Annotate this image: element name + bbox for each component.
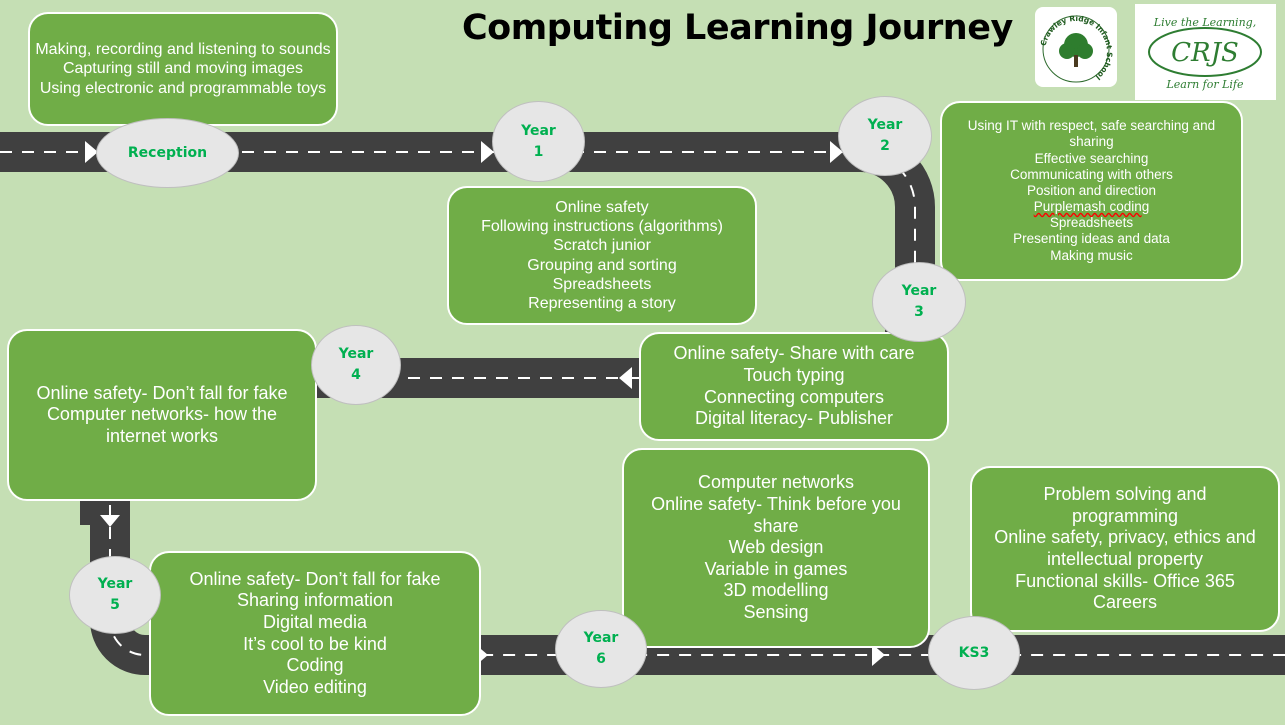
topic-item: Purplemash coding xyxy=(962,199,1221,215)
topic-item: Presenting ideas and data xyxy=(1013,231,1170,247)
year4-label: Year 4 xyxy=(311,325,401,405)
topic-item: Scratch junior xyxy=(553,237,651,255)
infant-school-logo: Crawley Ridge Infant School xyxy=(1035,7,1117,87)
junior-logo-middle: CRJS xyxy=(1171,38,1239,68)
topic-item: Video editing xyxy=(263,676,367,697)
junior-logo-top: Live the Learning, xyxy=(1153,16,1256,29)
topic-item: Sharing information xyxy=(236,590,394,611)
topic-item: Careers xyxy=(1092,592,1158,613)
topic-item: Functional skills- Office 365 xyxy=(1015,570,1235,591)
topic-item: Computer networks- how the internet work… xyxy=(46,404,278,446)
topic-item: Following instructions (algorithms) xyxy=(481,218,723,236)
topic-item: Grouping and sorting xyxy=(527,256,677,274)
topic-item: Touch typing xyxy=(743,364,845,385)
topic-item: Online safety, privacy, ethics and intel… xyxy=(994,527,1256,569)
reception-label: Reception xyxy=(96,118,239,188)
road-arrow-1 xyxy=(85,141,98,163)
year4-topics-box: Online safety- Don’t fall for fake Compu… xyxy=(7,329,317,501)
topic-item: Web design xyxy=(728,537,824,558)
year1-topics-box: Online safety Following instructions (al… xyxy=(447,186,757,325)
topic-item: Online safety- Share with care xyxy=(673,343,915,364)
year6-label: Year 6 xyxy=(555,610,647,688)
ks3-topics-box: Problem solving and programming Online s… xyxy=(970,466,1280,632)
topic-item: Using electronic and programmable toys xyxy=(39,79,327,97)
ks3-label: KS3 xyxy=(928,616,1020,690)
topic-item: Coding xyxy=(286,655,344,676)
topic-item: Representing a story xyxy=(528,294,676,312)
topic-item: Digital media xyxy=(262,611,368,632)
topic-item: 3D modelling xyxy=(723,580,829,601)
topic-item-text: Purplemash coding xyxy=(1033,199,1150,215)
year5-label: Year 5 xyxy=(69,556,161,634)
year1-label: Year 1 xyxy=(492,101,585,182)
topic-item: Online safety xyxy=(555,198,649,216)
topic-item: Spreadsheets xyxy=(1049,215,1134,231)
topic-item: Spreadsheets xyxy=(552,275,652,293)
year5-topics-box: Online safety- Don’t fall for fake Shari… xyxy=(149,551,481,716)
topic-item: Computer networks xyxy=(697,472,855,493)
year2-topics-box: Using IT with respect, safe searching an… xyxy=(940,101,1243,281)
reception-topics-box: Making, recording and listening to sound… xyxy=(28,12,338,126)
road-arrow-4 xyxy=(619,367,632,389)
topic-item: Position and direction xyxy=(1026,182,1157,198)
topic-item: Communicating with others xyxy=(1010,166,1173,182)
topic-item: Online safety- Don’t fall for fake xyxy=(189,568,441,589)
road-arrow-5 xyxy=(100,515,120,527)
topic-item: Online safety- Think before you share xyxy=(651,494,901,536)
junior-logo-bottom: Learn for Life xyxy=(1165,78,1244,91)
road-arrow-7 xyxy=(872,644,885,666)
topic-item: Connecting computers xyxy=(703,386,885,407)
page-title: Computing Learning Journey xyxy=(462,8,1013,48)
topic-item: Variable in games xyxy=(704,558,848,579)
topic-item: Making, recording and listening to sound… xyxy=(35,41,331,59)
topic-item: Online safety- Don’t fall for fake xyxy=(36,382,288,403)
topic-item: Capturing still and moving images xyxy=(62,60,304,78)
topic-item: Sensing xyxy=(743,601,809,622)
topic-item: Using IT with respect, safe searching an… xyxy=(967,118,1216,150)
road-arrow-3 xyxy=(830,141,843,163)
topic-item: Problem solving and programming xyxy=(1043,484,1207,526)
junior-school-logo: Live the Learning, CRJS Learn for Life xyxy=(1135,4,1276,100)
year3-label: Year 3 xyxy=(872,262,966,342)
topic-item: Making music xyxy=(1050,247,1133,263)
year6-topics-box: Computer networks Online safety- Think b… xyxy=(622,448,930,648)
topic-item: It’s cool to be kind xyxy=(243,633,387,654)
year3-topics-box: Online safety- Share with care Touch typ… xyxy=(639,332,949,441)
topic-item: Digital literacy- Publisher xyxy=(694,408,894,429)
road-arrow-2 xyxy=(481,141,494,163)
year2-label: Year 2 xyxy=(838,96,932,176)
topic-item: Effective searching xyxy=(1034,150,1149,166)
